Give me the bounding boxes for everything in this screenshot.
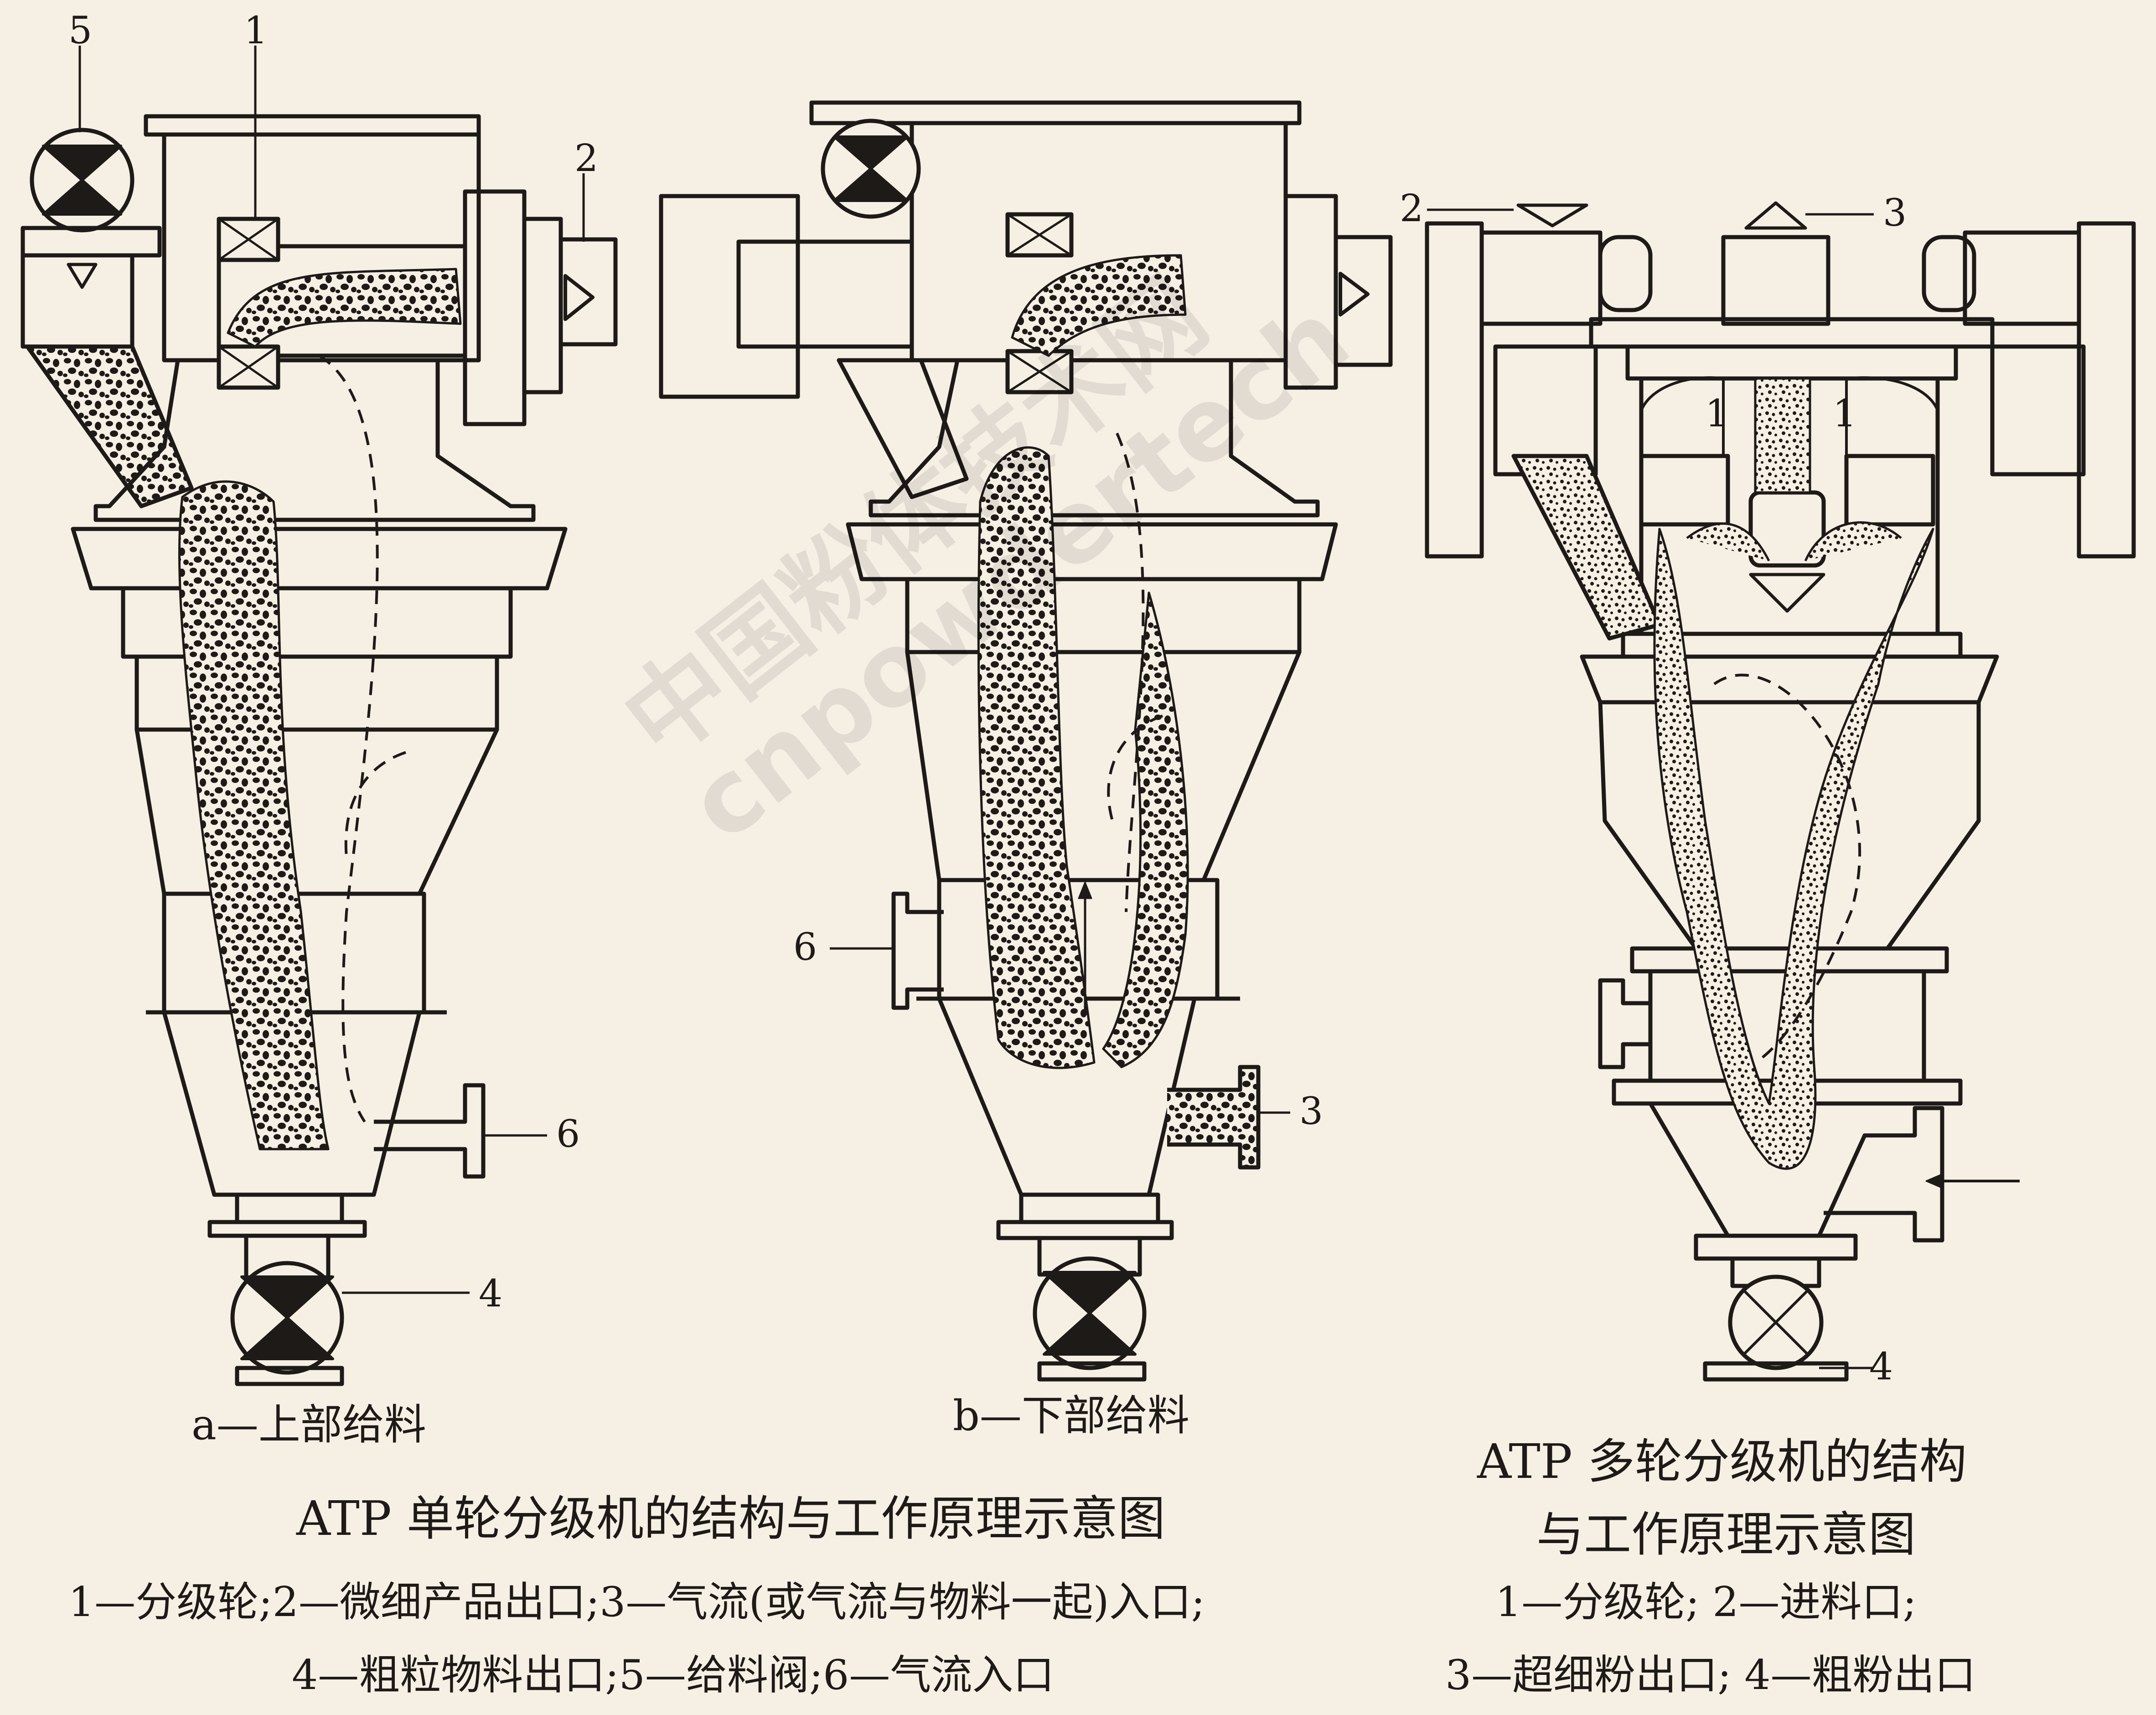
- diagram-a-caption: a—上部给料: [191, 1400, 426, 1449]
- diagram-c-multi-wheel: [1425, 201, 2136, 1382]
- diagram-b-bottom-feed: [659, 100, 1393, 1382]
- single-wheel-title: ATP 单轮分级机的结构与工作原理示意图: [296, 1491, 1165, 1546]
- diagram-b-caption: b—下部给料: [953, 1391, 1189, 1440]
- single-wheel-legend-line-2: 4—粗粒物料出口;5—给料阀;6—气流入口: [292, 1651, 1055, 1699]
- diagram-a-label-5: 5: [68, 9, 93, 52]
- diagram-a-label-1: 1: [244, 9, 268, 52]
- multi-wheel-title-line-2: 与工作原理示意图: [1536, 1507, 1916, 1562]
- diagram-a-label-6: 6: [556, 1113, 580, 1156]
- diagram-c-label-4: 4: [1869, 1345, 1893, 1389]
- multi-wheel-title-line-1: ATP 多轮分级机的结构: [1477, 1434, 1967, 1489]
- diagram-a-label-2: 2: [574, 137, 599, 180]
- diagram-b-label-3: 3: [1299, 1090, 1324, 1133]
- diagram-c-label-3: 3: [1883, 192, 1907, 235]
- diagram-b-label-6: 6: [793, 926, 817, 969]
- multi-wheel-legend-line-2: 3—超细粉出口; 4—粗粉出口: [1445, 1651, 1976, 1699]
- diagram-c-label-2: 2: [1400, 187, 1424, 230]
- diagram-c-label-1-left: 1: [1705, 392, 1729, 435]
- diagram-a-label-4: 4: [479, 1272, 503, 1316]
- diagram-a-top-feed: [21, 46, 618, 1386]
- diagram-c-label-1-right: 1: [1833, 392, 1857, 435]
- single-wheel-legend-line-1: 1—分级轮;2—微细产品出口;3—气流(或气流与物料一起)入口;: [68, 1578, 1205, 1626]
- multi-wheel-legend-line-1: 1—分级轮; 2—进料口;: [1495, 1578, 1917, 1626]
